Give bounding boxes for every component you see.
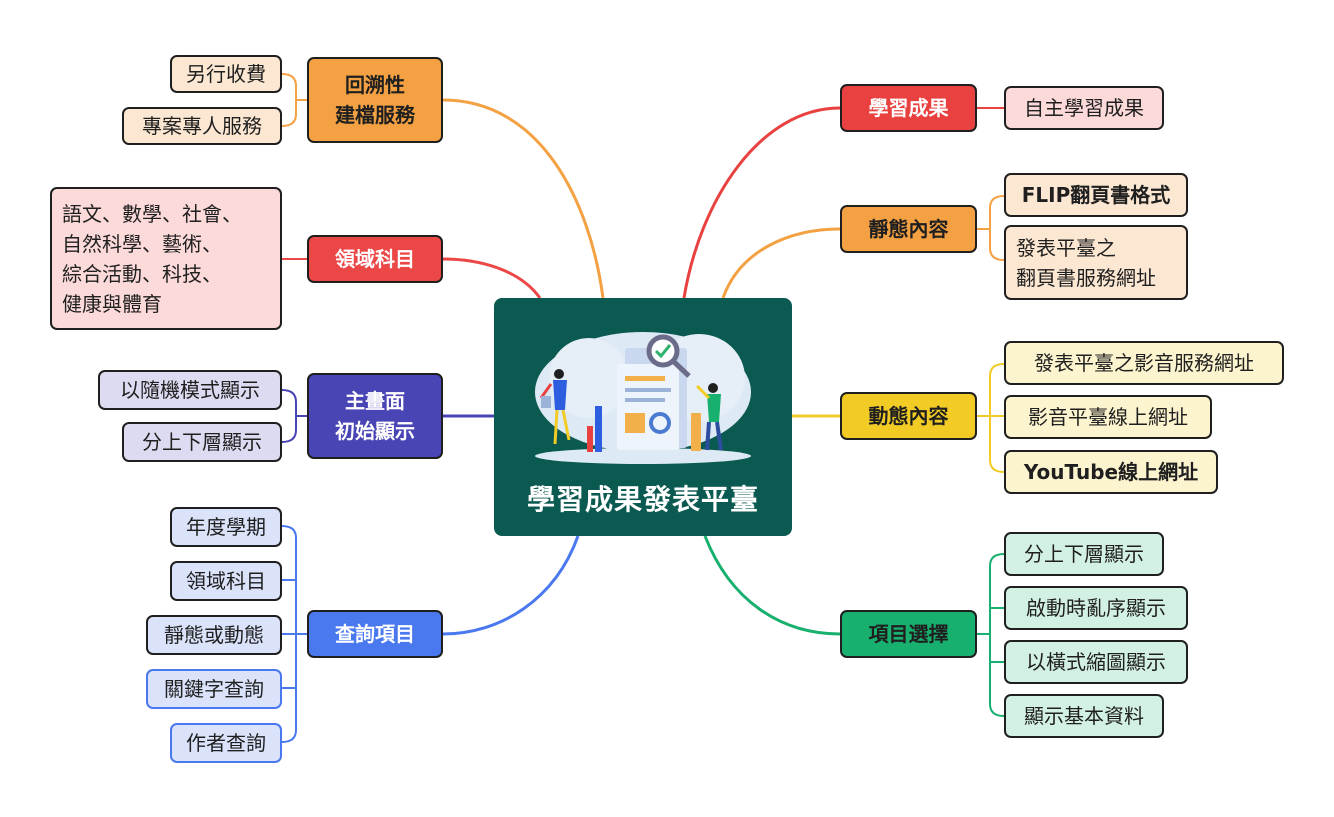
- leaf-static-or-dynamic[interactable]: 靜態或動態: [146, 615, 282, 655]
- leaf-self-directed-results[interactable]: 自主學習成果: [1004, 86, 1164, 130]
- central-topic-title: 學習成果發表平臺: [526, 483, 759, 516]
- leaf-video-service-url[interactable]: 發表平臺之影音服務網址: [1004, 341, 1284, 385]
- branch-home-initial-display[interactable]: 主畫面 初始顯示: [307, 373, 443, 459]
- branch-dynamic-content[interactable]: 動態內容: [840, 392, 977, 440]
- branch-item-selection[interactable]: 項目選擇: [840, 610, 977, 658]
- leaf-flip-format[interactable]: FLIP翻頁書格式: [1004, 173, 1188, 217]
- leaf-random-mode[interactable]: 以隨機模式顯示: [98, 370, 282, 410]
- central-topic[interactable]: 學習成果發表平臺: [494, 298, 792, 536]
- leaf-academic-term[interactable]: 年度學期: [170, 507, 282, 547]
- branch-learning-results[interactable]: 學習成果: [840, 84, 977, 132]
- leaf-author-search[interactable]: 作者查詢: [170, 723, 282, 763]
- leaf-select-layered-display[interactable]: 分上下層顯示: [1004, 532, 1164, 576]
- leaf-keyword-search[interactable]: 關鍵字查詢: [146, 669, 282, 709]
- leaf-extra-charge[interactable]: 另行收費: [170, 55, 282, 93]
- branch-subject-domains[interactable]: 領域科目: [307, 235, 443, 283]
- leaf-shuffle-on-start[interactable]: 啟動時亂序顯示: [1004, 586, 1188, 630]
- leaf-query-subject[interactable]: 領域科目: [170, 561, 282, 601]
- branch-retro-archiving[interactable]: 回溯性 建檔服務: [307, 57, 443, 143]
- leaf-dedicated-service[interactable]: 專案專人服務: [122, 107, 282, 145]
- analytics-illustration: [535, 332, 751, 464]
- leaf-layered-display[interactable]: 分上下層顯示: [122, 422, 282, 462]
- branch-static-content[interactable]: 靜態內容: [840, 205, 977, 253]
- leaf-youtube-url[interactable]: YouTube線上網址: [1004, 450, 1218, 494]
- leaf-flipbook-url[interactable]: 發表平臺之 翻頁書服務網址: [1004, 225, 1188, 300]
- leaf-subject-list[interactable]: 語文、數學、社會、 自然科學、藝術、 綜合活動、科技、 健康與體育: [50, 187, 282, 330]
- leaf-video-platform-url[interactable]: 影音平臺線上網址: [1004, 395, 1212, 439]
- branch-query-items[interactable]: 查詢項目: [307, 610, 443, 658]
- leaf-horizontal-thumbnails[interactable]: 以橫式縮圖顯示: [1004, 640, 1188, 684]
- leaf-show-basic-info[interactable]: 顯示基本資料: [1004, 694, 1164, 738]
